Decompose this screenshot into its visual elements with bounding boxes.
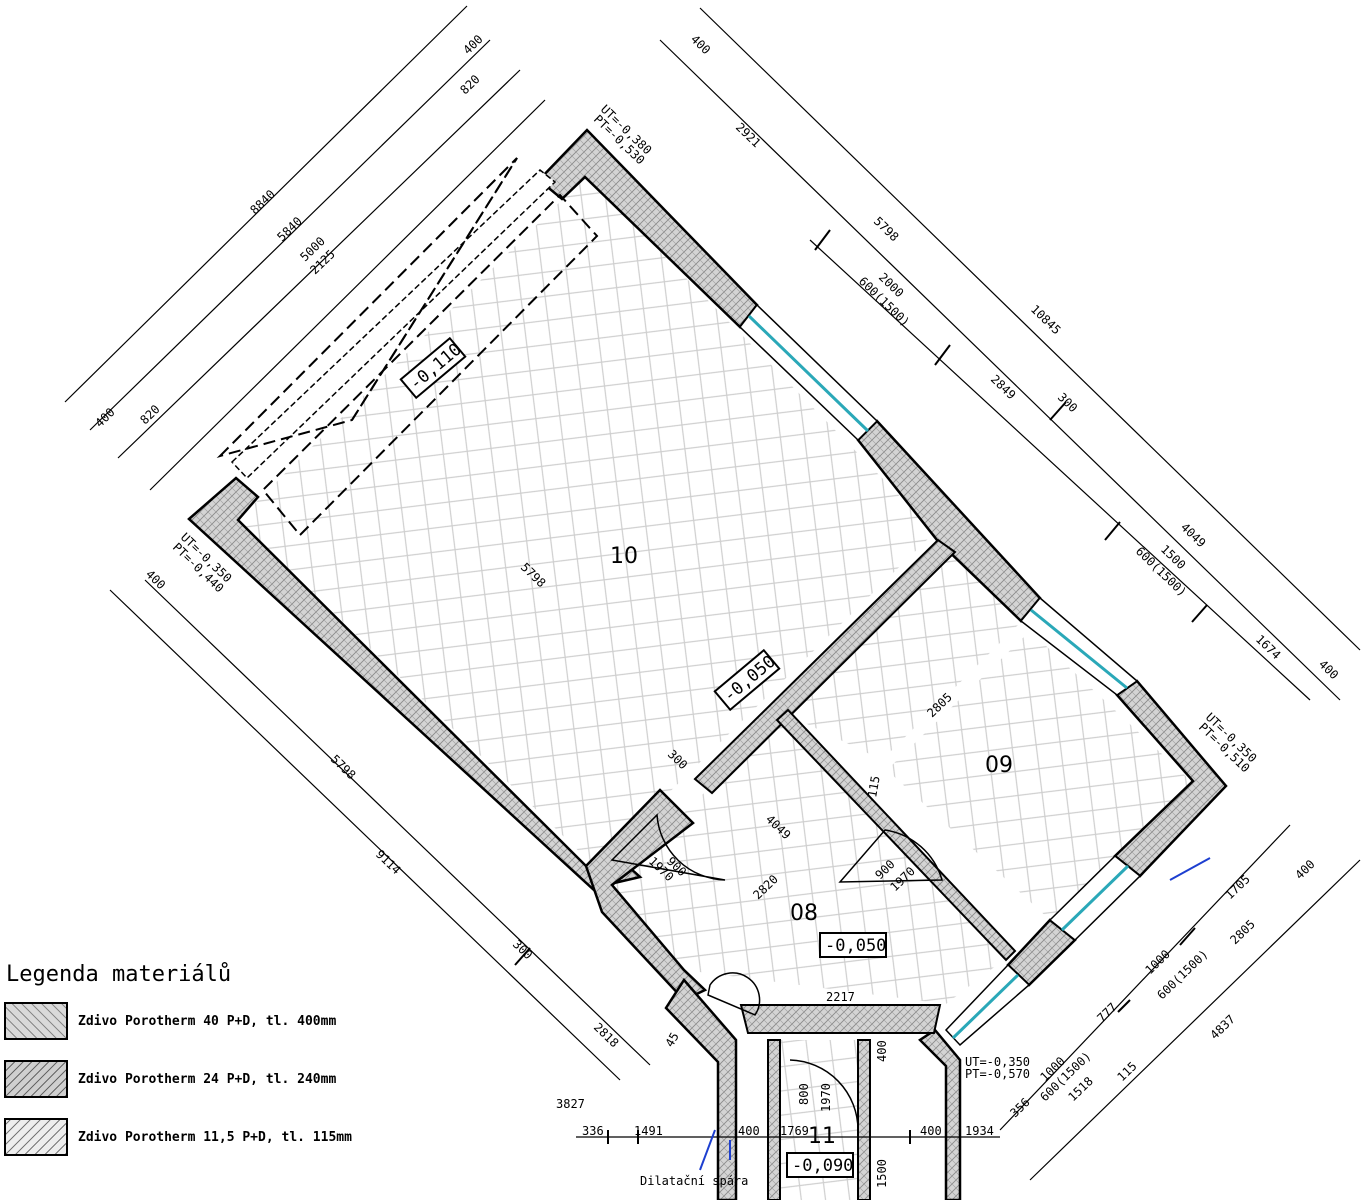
legend-label-115: Zdivo Porotherm 11,5 P+D, tl. 115mm <box>78 1129 352 1145</box>
wall-11-inner <box>767 1039 781 1200</box>
dim-1934: 1934 <box>965 1124 994 1138</box>
terrace-outline <box>216 157 599 537</box>
wall-10-09 <box>693 538 957 795</box>
dim-400-sw: 400 <box>143 567 168 592</box>
svg-text:UT=-0,350: UT=-0,350 <box>965 1055 1030 1069</box>
door-11 <box>789 1059 859 1131</box>
material-legend: Legenda materiálů Zdivo Porotherm 40 P+D… <box>4 962 424 1175</box>
wall-sw-lower <box>584 788 708 1002</box>
legend-item-115: Zdivo Porotherm 11,5 P+D, tl. 115mm <box>4 1117 424 1157</box>
dim-820-left: 820 <box>137 402 162 427</box>
legend-swatch-115 <box>4 1118 68 1156</box>
level-box-4: -0,090 <box>786 1152 854 1178</box>
wall-08-south <box>739 1004 942 1034</box>
dim-5840: 5840 <box>274 214 305 244</box>
dimension-lines <box>64 5 1361 1181</box>
dimension-ticks <box>514 229 1208 1144</box>
dim-45-angle: 45 <box>662 1030 681 1050</box>
room-number-11: 11 <box>808 1124 836 1149</box>
room-number-09: 09 <box>985 753 1013 778</box>
dim-400-ne2: 400 <box>1316 657 1341 682</box>
svg-text:Dilatační spára: Dilatační spára <box>640 1174 748 1188</box>
dim-5798-ne: 5798 <box>871 214 902 244</box>
dim-115-inner: 115 <box>865 775 883 799</box>
dim-1491: 1491 <box>634 1124 663 1138</box>
window-5 <box>230 169 557 480</box>
room-number-10: 10 <box>610 544 638 569</box>
legend-item-240: Zdivo Porotherm 24 P+D, tl. 240mm <box>4 1059 424 1099</box>
doors <box>610 813 943 1131</box>
dim-400-vert: 400 <box>875 1040 889 1062</box>
dim-1769: 1769 <box>780 1124 809 1138</box>
level-box-3: -0,050 <box>819 932 887 958</box>
dim-2805-se: 2805 <box>1227 917 1258 947</box>
dim-1674: 1674 <box>1253 632 1284 662</box>
legend-label-240: Zdivo Porotherm 24 P+D, tl. 240mm <box>78 1071 337 1087</box>
svg-text:PT=-0,570: PT=-0,570 <box>965 1067 1030 1081</box>
dim-1500-vert: 1500 <box>875 1159 889 1188</box>
room-number-08: 08 <box>790 901 818 926</box>
room-floors <box>238 176 1192 1200</box>
walls-exterior <box>187 128 1228 1200</box>
blue-marker-2 <box>699 1129 716 1171</box>
dim-336: 336 <box>582 1124 604 1138</box>
dim-1970-c: 1970 <box>819 1083 833 1112</box>
room-09-floor <box>780 545 1022 760</box>
room-10-floor <box>238 176 935 866</box>
dim-8840: 8840 <box>247 187 278 217</box>
room-09-floor-b <box>887 631 1192 920</box>
dim-1705: 1705 <box>1222 872 1253 902</box>
windows <box>230 169 1142 1047</box>
dim-400-b2: 400 <box>920 1124 942 1138</box>
walls-interior <box>693 538 1017 1200</box>
dim-4837: 4837 <box>1207 1012 1238 1042</box>
legend-title: Legenda materiálů <box>6 962 232 987</box>
legend-label-400: Zdivo Porotherm 40 P+D, tl. 400mm <box>78 1013 337 1029</box>
dim-1000-se: 1000 <box>1142 947 1173 977</box>
svg-text:-0,090: -0,090 <box>792 1156 853 1176</box>
dim-400-ne: 400 <box>688 32 713 57</box>
dim-400-se: 400 <box>1292 857 1317 882</box>
dim-400-b1: 400 <box>738 1124 760 1138</box>
blue-markers <box>699 857 1211 1171</box>
dim-300-sw: 300 <box>510 937 535 962</box>
dim-115-se: 115 <box>1114 1059 1139 1084</box>
dim-2849: 2849 <box>988 372 1019 402</box>
dim-400-top: 400 <box>460 32 485 57</box>
dim-9114: 9114 <box>373 847 404 877</box>
svg-text:-0,050: -0,050 <box>825 936 886 956</box>
legend-swatch-400 <box>4 1002 68 1040</box>
door-08 <box>707 972 761 1016</box>
legend-item-400: Zdivo Porotherm 40 P+D, tl. 400mm <box>4 1001 424 1041</box>
door-09 <box>838 829 943 883</box>
dim-2921: 2921 <box>733 120 764 150</box>
dim-4049-ne: 4049 <box>1178 520 1209 550</box>
dim-2217: 2217 <box>826 990 855 1004</box>
wall-corr-right <box>918 1028 962 1200</box>
dim-5798-sw: 5798 <box>328 752 359 782</box>
door-10 <box>610 813 726 881</box>
dim-400-left: 400 <box>92 405 117 430</box>
dim-800: 800 <box>797 1083 811 1105</box>
wall-corr-left <box>664 977 738 1200</box>
blue-marker-1 <box>1169 857 1211 881</box>
dim-3827: 3827 <box>556 1097 585 1111</box>
legend-swatch-240 <box>4 1060 68 1098</box>
dim-2818: 2818 <box>591 1020 622 1050</box>
wall-11-inner-b <box>857 1039 871 1200</box>
dim-777: 777 <box>1094 1000 1119 1025</box>
dim-820-top: 820 <box>457 72 482 97</box>
